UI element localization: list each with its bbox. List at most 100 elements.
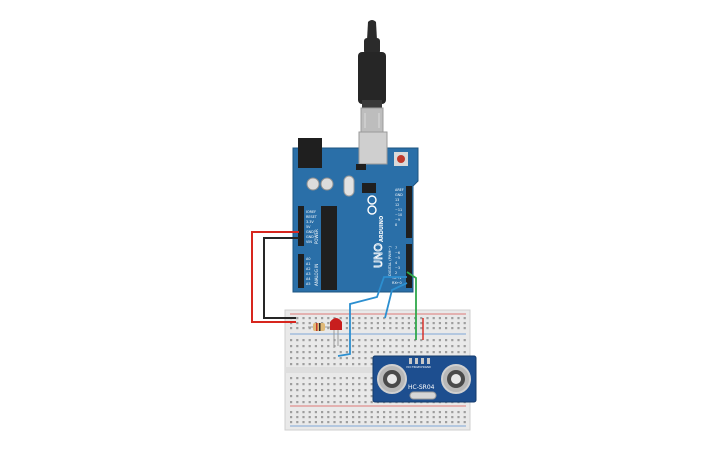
breadboard-hole[interactable] (420, 411, 423, 414)
breadboard-hole[interactable] (414, 345, 417, 348)
breadboard-hole[interactable] (314, 383, 317, 386)
breadboard-hole[interactable] (296, 411, 299, 414)
breadboard-hole[interactable] (457, 322, 460, 325)
resistor-icon[interactable] (308, 323, 330, 331)
breadboard-hole[interactable] (438, 416, 441, 419)
breadboard-hole[interactable] (296, 327, 299, 330)
breadboard-hole[interactable] (364, 339, 367, 342)
breadboard-hole[interactable] (345, 421, 348, 424)
breadboard-hole[interactable] (358, 327, 361, 330)
breadboard-hole[interactable] (296, 416, 299, 419)
breadboard-hole[interactable] (438, 317, 441, 320)
breadboard-hole[interactable] (333, 357, 336, 360)
breadboard-hole[interactable] (383, 339, 386, 342)
breadboard-hole[interactable] (426, 351, 429, 354)
breadboard-hole[interactable] (308, 322, 311, 325)
breadboard-hole[interactable] (445, 327, 448, 330)
breadboard-hole[interactable] (376, 322, 379, 325)
breadboard-hole[interactable] (364, 345, 367, 348)
breadboard-hole[interactable] (352, 401, 355, 404)
ultrasonic-sensor[interactable]: VCC TRIG ECHO GND HC-SR04 (372, 355, 477, 403)
breadboard-hole[interactable] (383, 351, 386, 354)
breadboard-hole[interactable] (302, 421, 305, 424)
breadboard-hole[interactable] (407, 351, 410, 354)
breadboard-hole[interactable] (376, 421, 379, 424)
breadboard-hole[interactable] (339, 395, 342, 398)
breadboard-hole[interactable] (352, 421, 355, 424)
breadboard-hole[interactable] (364, 357, 367, 360)
breadboard-hole[interactable] (296, 345, 299, 348)
breadboard-hole[interactable] (333, 389, 336, 392)
breadboard-hole[interactable] (345, 401, 348, 404)
breadboard-hole[interactable] (389, 339, 392, 342)
breadboard-hole[interactable] (314, 339, 317, 342)
breadboard-hole[interactable] (395, 421, 398, 424)
breadboard-hole[interactable] (308, 416, 311, 419)
breadboard-hole[interactable] (314, 357, 317, 360)
breadboard-hole[interactable] (370, 363, 373, 366)
breadboard-hole[interactable] (401, 416, 404, 419)
breadboard-hole[interactable] (451, 411, 454, 414)
breadboard-hole[interactable] (463, 351, 466, 354)
breadboard-hole[interactable] (438, 322, 441, 325)
breadboard-hole[interactable] (383, 322, 386, 325)
breadboard-hole[interactable] (333, 416, 336, 419)
breadboard-hole[interactable] (432, 421, 435, 424)
breadboard-hole[interactable] (314, 351, 317, 354)
breadboard-hole[interactable] (414, 339, 417, 342)
breadboard-hole[interactable] (451, 351, 454, 354)
breadboard-hole[interactable] (327, 389, 330, 392)
breadboard-hole[interactable] (302, 411, 305, 414)
breadboard-hole[interactable] (352, 416, 355, 419)
breadboard-hole[interactable] (438, 351, 441, 354)
breadboard-hole[interactable] (302, 327, 305, 330)
breadboard-hole[interactable] (395, 339, 398, 342)
breadboard-hole[interactable] (401, 322, 404, 325)
breadboard-hole[interactable] (327, 383, 330, 386)
breadboard-hole[interactable] (407, 339, 410, 342)
breadboard-hole[interactable] (395, 345, 398, 348)
breadboard-hole[interactable] (407, 411, 410, 414)
analog-header[interactable] (298, 254, 304, 288)
breadboard-hole[interactable] (314, 317, 317, 320)
breadboard-hole[interactable] (463, 327, 466, 330)
breadboard-hole[interactable] (327, 317, 330, 320)
breadboard-hole[interactable] (345, 327, 348, 330)
digital-header-low[interactable] (406, 244, 412, 288)
breadboard-hole[interactable] (302, 317, 305, 320)
breadboard-hole[interactable] (364, 421, 367, 424)
breadboard-hole[interactable] (445, 322, 448, 325)
breadboard-hole[interactable] (308, 421, 311, 424)
breadboard-hole[interactable] (308, 401, 311, 404)
breadboard-hole[interactable] (432, 351, 435, 354)
breadboard-hole[interactable] (333, 363, 336, 366)
breadboard-hole[interactable] (438, 421, 441, 424)
breadboard-hole[interactable] (314, 395, 317, 398)
breadboard-hole[interactable] (401, 411, 404, 414)
breadboard-hole[interactable] (296, 401, 299, 404)
breadboard-hole[interactable] (389, 416, 392, 419)
breadboard-hole[interactable] (438, 339, 441, 342)
breadboard-hole[interactable] (432, 339, 435, 342)
breadboard-hole[interactable] (364, 322, 367, 325)
breadboard-hole[interactable] (321, 363, 324, 366)
breadboard-hole[interactable] (339, 345, 342, 348)
breadboard-hole[interactable] (321, 317, 324, 320)
breadboard-hole[interactable] (358, 357, 361, 360)
breadboard-hole[interactable] (383, 411, 386, 414)
breadboard-hole[interactable] (296, 317, 299, 320)
breadboard-hole[interactable] (290, 416, 293, 419)
breadboard-hole[interactable] (426, 345, 429, 348)
breadboard-hole[interactable] (339, 411, 342, 414)
breadboard-hole[interactable] (290, 421, 293, 424)
breadboard-hole[interactable] (370, 389, 373, 392)
breadboard-hole[interactable] (389, 411, 392, 414)
breadboard-hole[interactable] (451, 345, 454, 348)
breadboard-hole[interactable] (457, 411, 460, 414)
breadboard-hole[interactable] (296, 322, 299, 325)
breadboard-hole[interactable] (327, 401, 330, 404)
breadboard-hole[interactable] (314, 416, 317, 419)
breadboard-hole[interactable] (401, 327, 404, 330)
breadboard-hole[interactable] (376, 411, 379, 414)
breadboard-hole[interactable] (358, 345, 361, 348)
